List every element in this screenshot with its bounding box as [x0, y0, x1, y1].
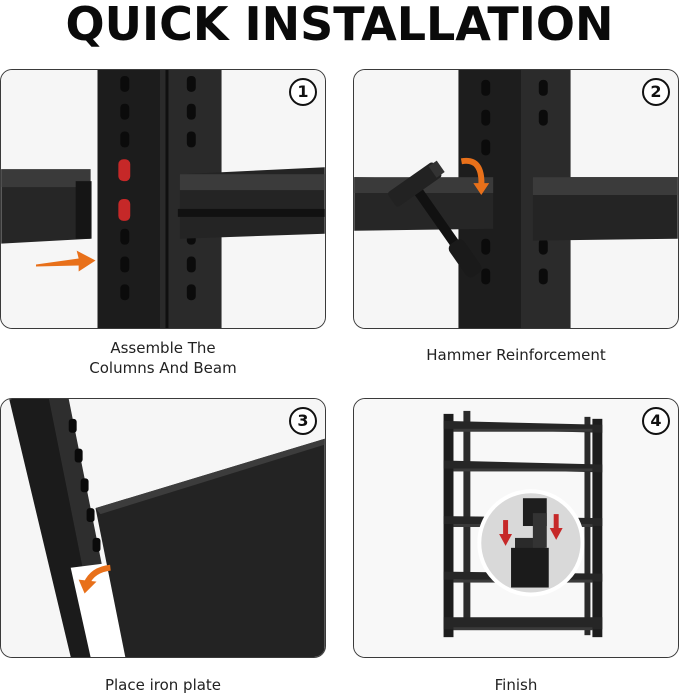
- hammer-illustration: [354, 70, 678, 328]
- step-caption-1-line2: Columns And Beam: [89, 359, 237, 377]
- step-caption-2: Hammer Reinforcement: [426, 346, 606, 364]
- column-beam-illustration: [1, 70, 325, 328]
- step-caption-1-line1: Assemble The: [110, 339, 216, 357]
- step-caption-1: Assemble The Columns And Beam: [0, 338, 326, 378]
- step-panel-1: 1: [0, 69, 326, 329]
- step-number-badge: 3: [289, 407, 317, 435]
- step-panel-2: 2: [353, 69, 679, 329]
- step-number-badge: 2: [642, 78, 670, 106]
- step-caption-4: Finish: [494, 676, 538, 694]
- step-caption-3: Place iron plate: [104, 676, 222, 694]
- step-panel-3: 3: [0, 398, 326, 658]
- iron-plate-illustration: [1, 399, 325, 657]
- step-panel-4: 4: [353, 398, 679, 658]
- step-number-badge: 4: [642, 407, 670, 435]
- page-title: QUICK INSTALLATION: [65, 0, 614, 51]
- finished-shelf-illustration: [354, 399, 678, 657]
- step-number-badge: 1: [289, 78, 317, 106]
